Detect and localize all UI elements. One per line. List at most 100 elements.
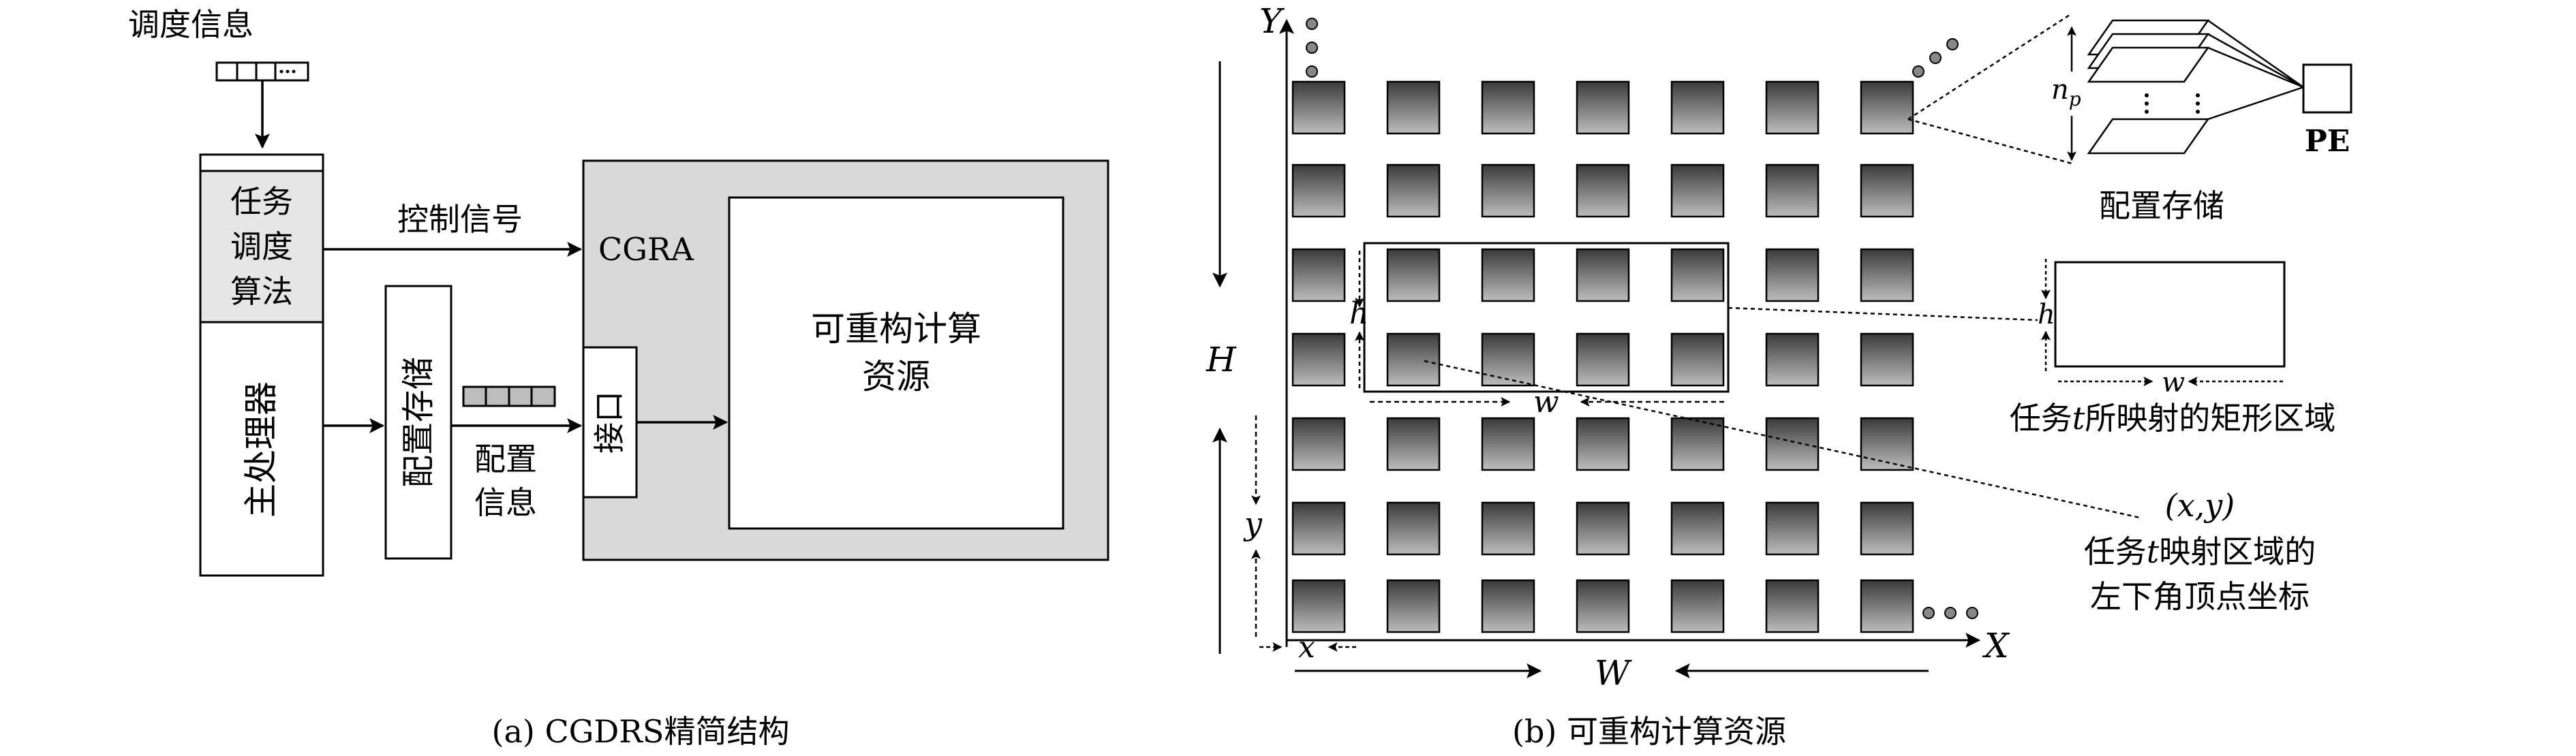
- pe-tile: [1386, 248, 1441, 302]
- pe-tile: [1481, 163, 1535, 218]
- y-axis-label: Y: [1259, 1, 1285, 41]
- zoom-w-label: w: [2162, 367, 2185, 398]
- pe-tile: [1576, 417, 1630, 471]
- pe-tile: [1860, 80, 1914, 135]
- pe-tile: [1576, 163, 1630, 218]
- pe-tile: [1765, 579, 1820, 633]
- pe-box: [2302, 63, 2352, 114]
- pe-tile: [1670, 163, 1725, 218]
- caption-b: (b) 可重构计算资源: [1512, 713, 1786, 750]
- pe-tile: [1765, 248, 1820, 302]
- panel-a: 调度信息 任务 调度 算法 主处理器 控制信号 配置存储: [128, 6, 1109, 750]
- cgra-label: CGRA: [598, 231, 694, 268]
- task-sched-line3: 算法: [230, 273, 293, 310]
- pe-tile: [1291, 332, 1346, 387]
- pe-tile-grid: [1291, 80, 1914, 633]
- pe-tile: [1386, 501, 1441, 556]
- pe-tile: [1291, 579, 1346, 633]
- pe-tile: [1386, 417, 1441, 471]
- region-zoom-rect: [2054, 261, 2286, 368]
- pe-tile: [1670, 248, 1725, 302]
- sched-info-label: 调度信息: [128, 6, 254, 43]
- pe-tile: [1670, 417, 1725, 471]
- pe-tile: [1291, 417, 1346, 471]
- pe-tile: [1860, 248, 1914, 302]
- pe-tile: [1765, 501, 1820, 556]
- pe-tile: [1291, 501, 1346, 556]
- pe-tile: [1481, 501, 1535, 556]
- pe-tile: [1670, 332, 1725, 387]
- x-axis-label: X: [1982, 626, 2010, 665]
- pe-tile: [1670, 579, 1725, 633]
- zoom-line-upper: [1907, 12, 2072, 121]
- config-store-zoom-label: 配置存储: [2099, 187, 2224, 224]
- config-info-line2: 信息: [474, 484, 537, 521]
- pe-tile: [1386, 80, 1441, 135]
- main-processor-box: [199, 321, 324, 577]
- main-processor-label: 主处理器: [241, 381, 281, 518]
- pe-tile: [1860, 163, 1914, 218]
- ellipsis-dots-top-right: [1912, 38, 1959, 78]
- pe-tile: [1576, 80, 1630, 135]
- pe-tile: [1386, 332, 1441, 387]
- pe-tile: [1481, 417, 1535, 471]
- pe-tile: [1670, 501, 1725, 556]
- pe-tile: [1860, 417, 1914, 471]
- pe-tile: [1765, 417, 1820, 471]
- config-store-box: [384, 285, 453, 560]
- H-label: H: [1206, 340, 1237, 379]
- pe-tile: [1860, 332, 1914, 387]
- pe-label: PE: [2305, 124, 2350, 159]
- pe-tile: [1860, 501, 1914, 556]
- task-sched-line2: 调度: [230, 228, 293, 265]
- zoom-line-lower: [1907, 118, 2072, 165]
- config-store-label: 配置存储: [399, 357, 438, 488]
- pe-tile: [1765, 332, 1820, 387]
- config-queue-icon: [462, 385, 556, 407]
- pe-tile: [1481, 80, 1535, 135]
- sched-queue-icon: [215, 61, 309, 82]
- pe-tile: [1670, 80, 1725, 135]
- W-label: W: [1595, 653, 1632, 693]
- pe-tile: [1860, 579, 1914, 633]
- pe-tile: [1291, 163, 1346, 218]
- pe-tile: [1386, 163, 1441, 218]
- h-label: h: [1349, 296, 1368, 331]
- pe-tile: [1481, 248, 1535, 302]
- coord-desc-line2: 左下角顶点坐标: [2090, 578, 2310, 615]
- ellipsis-dots-bottom-right: [1922, 607, 1978, 619]
- pe-tile: [1576, 332, 1630, 387]
- pe-tile: [1576, 579, 1630, 633]
- layer-to-pe-lines: [2207, 19, 2304, 121]
- pe-tile: [1481, 579, 1535, 633]
- np-label: np: [2051, 74, 2081, 110]
- y-label: y: [1243, 505, 1263, 542]
- coord-label: (x,y): [2165, 487, 2235, 524]
- zoom-h-label: h: [2038, 299, 2055, 330]
- task-sched-header-strip: [199, 153, 324, 172]
- rect-region-caption: 任务t所映射的矩形区域: [2010, 400, 2336, 437]
- pe-tile: [1481, 332, 1535, 387]
- reconfig-line1: 可重构计算: [811, 309, 981, 349]
- task-sched-line1: 任务: [230, 183, 293, 220]
- config-layer-stack: [2087, 19, 2210, 155]
- coord-desc-line1: 任务t映射区域的: [2084, 533, 2316, 570]
- panel-b: Y X h w H: [1206, 1, 2352, 750]
- pe-tile: [1765, 163, 1820, 218]
- control-signal-label: 控制信号: [397, 201, 523, 238]
- region-zoom-line: [1728, 306, 2038, 321]
- interface-label: 接口: [591, 391, 628, 454]
- config-info-line1: 配置: [474, 441, 537, 477]
- mapped-region-rect: [1363, 242, 1730, 393]
- w-label: w: [1533, 385, 1559, 420]
- pe-tile: [1576, 501, 1630, 556]
- reconfig-line2: 资源: [862, 357, 930, 396]
- pe-tile: [1291, 80, 1346, 135]
- pe-tile: [1576, 248, 1630, 302]
- reconfig-resource-box: [728, 196, 1064, 530]
- interface-box: [582, 346, 638, 499]
- pe-tile: [1386, 579, 1441, 633]
- caption-a: (a) CGDRS精简结构: [492, 713, 790, 750]
- pe-tile: [1765, 80, 1820, 135]
